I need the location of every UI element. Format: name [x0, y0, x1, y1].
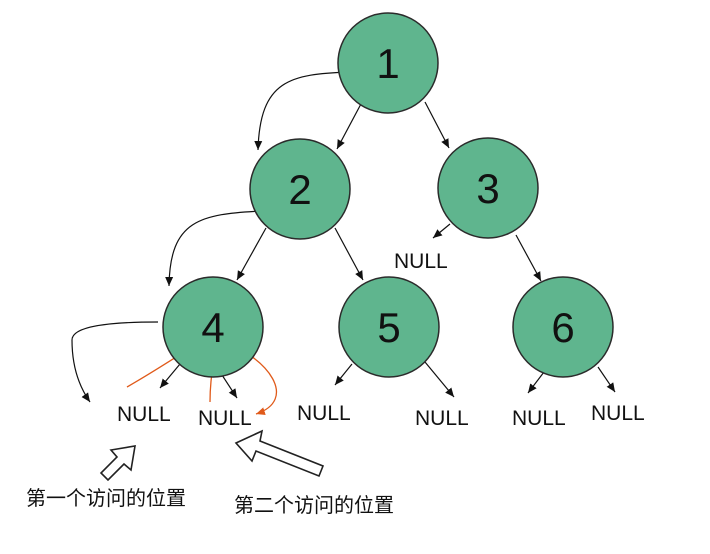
tree-node-3: 3 [437, 137, 539, 239]
traversal-arrow-1-to-2 [254, 71, 351, 151]
edge-2-4 [236, 227, 267, 281]
edge-4-null-left [159, 363, 181, 389]
edge-6-null-right [597, 366, 616, 393]
svg-text:5: 5 [377, 304, 400, 351]
first-visit-pointer-icon [99, 445, 136, 482]
edge-3-null [432, 223, 451, 239]
tree-node-1: 1 [337, 12, 439, 114]
null-label-node6-left: NULL [512, 407, 566, 430]
tree-node-2: 2 [249, 138, 351, 240]
edge-4-null-right [221, 374, 238, 399]
null-label-node3-left: NULL [394, 250, 448, 273]
traversal-arrow-4-to-null [71, 321, 159, 403]
tree-node-5: 5 [338, 276, 440, 378]
tree-node-4: 4 [162, 276, 264, 378]
null-label-node4-right: NULL [198, 407, 252, 430]
traversal-arrow-2-to-4 [165, 210, 263, 287]
svg-text:4: 4 [201, 304, 224, 351]
second-visit-pointer-icon [234, 429, 325, 478]
svg-text:6: 6 [551, 304, 574, 351]
edge-5-null-left [334, 363, 353, 386]
edge-1-2 [336, 101, 363, 150]
null-label-node5-left: NULL [297, 402, 351, 425]
svg-text:2: 2 [288, 166, 311, 213]
null-label-node6-right: NULL [591, 402, 645, 425]
edge-2-5 [334, 227, 364, 281]
null-label-node4-left: NULL [117, 403, 171, 426]
edge-6-null-left [527, 371, 545, 394]
second-visit-caption: 第二个访问的位置 [234, 493, 394, 517]
first-visit-caption: 第一个访问的位置 [26, 486, 186, 510]
svg-text:3: 3 [476, 165, 499, 212]
tree-node-6: 6 [512, 276, 614, 378]
edge-1-3 [424, 101, 450, 149]
edge-5-null-right [424, 361, 455, 398]
edge-3-6 [515, 234, 542, 282]
null-label-node5-right: NULL [415, 407, 469, 430]
svg-text:1: 1 [376, 40, 399, 87]
